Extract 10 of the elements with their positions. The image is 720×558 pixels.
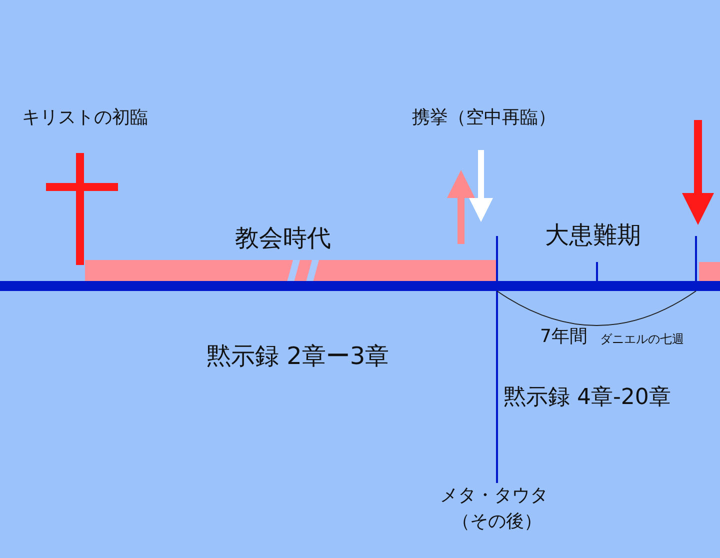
term-label: メタ・タウタ <box>440 486 548 506</box>
event-label: キリストの初臨 <box>22 108 148 128</box>
duration-note: ダニエルの七週 <box>600 333 684 346</box>
period-label: 大患難期 <box>545 222 641 248</box>
period-label: 教会時代 <box>235 225 331 252</box>
reference-label: 黙示録 4章-20章 <box>504 386 671 410</box>
term-label: （その後） <box>452 512 542 532</box>
event-label: 携挙（空中再臨） <box>412 108 556 128</box>
duration-label: 7年間 <box>540 327 588 347</box>
reference-label: 黙示録 2章ー3章 <box>207 343 390 370</box>
